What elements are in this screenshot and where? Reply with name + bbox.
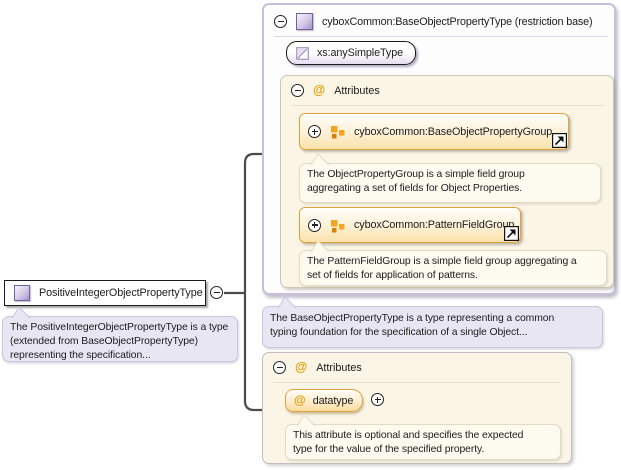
attribute-icon: @ [294,393,306,407]
simple-type-icon [296,46,309,60]
collapse-toggle-base-type[interactable] [274,15,287,28]
complex-type-icon [14,285,30,301]
description-line: (extended from BaseObjectPropertyType) [10,336,198,347]
attributes-label: Attributes [334,84,380,97]
collapse-toggle-main-type[interactable] [210,286,223,299]
attribute-group-icon [331,126,345,139]
group-label: cyboxCommon:BaseObjectPropertyGroup [354,125,553,138]
attribute-pill-datatype[interactable]: @ datatype [285,389,363,412]
type-box-label: PositiveIntegerObjectPropertyType [39,287,203,299]
expand-toggle-datatype[interactable] [371,393,384,406]
description-line: The BaseObjectPropertyType is a type rep… [270,313,555,324]
reference-arrow-icon[interactable] [552,133,567,148]
expand-toggle-group[interactable] [308,218,321,232]
main-type-description: The PositiveIntegerObjectPropertyType is… [2,316,238,362]
tooltip-pointer [277,296,297,308]
tooltip-pointer [11,306,31,318]
separator [274,36,608,37]
collapse-toggle-attributes[interactable] [273,361,286,374]
separator [273,382,561,383]
type-box-positive-integer-object-property-type[interactable]: PositiveIntegerObjectPropertyType [4,280,206,306]
group-label: cyboxCommon:PatternFieldGroup [354,219,515,231]
expand-toggle-group[interactable] [308,125,321,138]
attribute-description: This attribute is optional and specifies… [285,424,561,460]
attributes-header: @ Attributes [273,361,362,374]
collapse-toggle-attributes[interactable] [291,84,304,97]
simple-type-pill[interactable]: xs:anySimpleType [286,41,416,65]
simple-type-label: xs:anySimpleType [317,47,404,59]
local-attributes-panel: @ Attributes @ datatype This attribute i… [262,352,572,464]
separator [291,105,605,106]
attribute-group-icon [331,219,345,232]
group-description: The PatternFieldGroup is a simple field … [299,250,607,286]
complex-type-icon [296,13,313,30]
base-object-property-type-panel: cyboxCommon:BaseObjectPropertyType (rest… [262,3,616,295]
description-line: type for the value of the specified prop… [293,444,485,455]
group-box-base-object-property-group[interactable]: cyboxCommon:BaseObjectPropertyGroup [299,113,569,150]
description-line: The PatternFieldGroup is a simple field … [307,256,577,267]
attribute-icon: @ [313,83,326,97]
tooltip-pointer [296,414,316,426]
description-line: This attribute is optional and specifies… [293,430,524,441]
description-line: set of fields for application of pattern… [307,270,478,281]
base-panel-title: cyboxCommon:BaseObjectPropertyType (rest… [322,15,593,28]
description-line: The PositiveIntegerObjectPropertyType is… [10,322,229,333]
tooltip-pointer [310,153,330,165]
description-line: typing foundation for the specification … [270,327,528,338]
base-attributes-section: @ Attributes cyboxCommon:BaseObjectPrope… [280,75,614,288]
group-description: The ObjectPropertyGroup is a simple fiel… [299,163,601,203]
base-type-description: The BaseObjectPropertyType is a type rep… [262,306,603,348]
tooltip-pointer [310,240,330,252]
group-box-pattern-field-group[interactable]: cyboxCommon:PatternFieldGroup [299,207,521,243]
description-line: aggregating a set of fields for Object P… [307,183,523,194]
attribute-name: datatype [312,394,354,407]
attribute-icon: @ [295,360,308,374]
base-panel-header: cyboxCommon:BaseObjectPropertyType (rest… [274,13,593,30]
description-line: The ObjectPropertyGroup is a simple fiel… [307,169,525,180]
description-line: representing the specification... [10,350,151,361]
reference-arrow-icon[interactable] [504,226,519,241]
attributes-header: @ Attributes [291,84,380,97]
attributes-label: Attributes [316,361,362,374]
